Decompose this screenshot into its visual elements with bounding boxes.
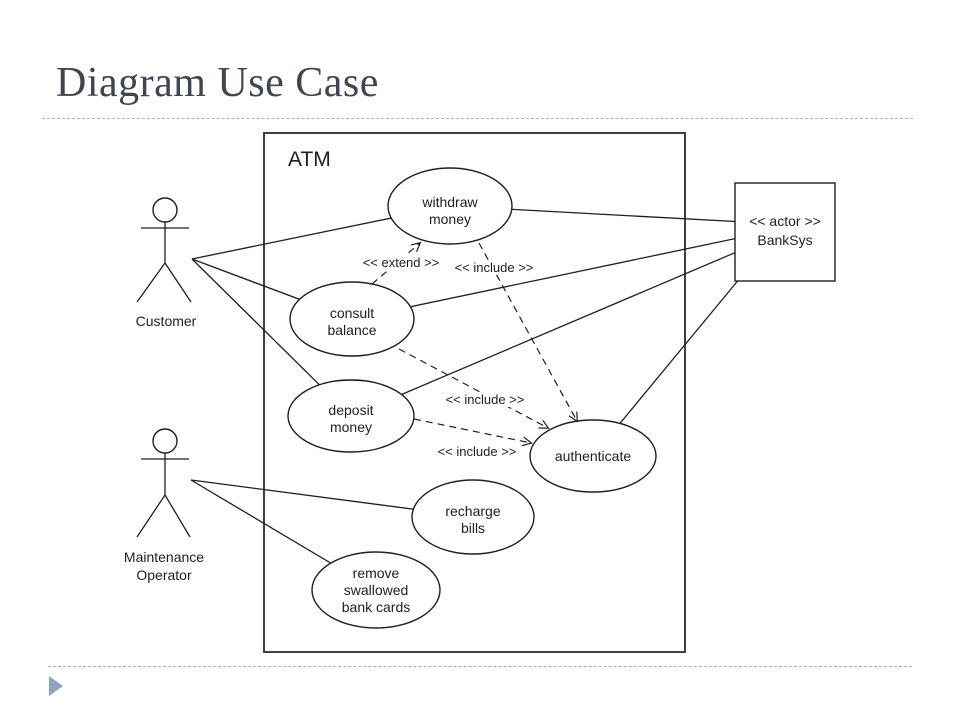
extend-label-bg (358, 255, 444, 270)
usecase-deposit-label-1: deposit (328, 402, 373, 418)
usecase-withdraw-label-1: withdraw (421, 194, 478, 210)
usecase-withdraw-money (387, 167, 513, 245)
include-label-3-bg (434, 444, 520, 459)
customer-left-leg (136, 262, 166, 303)
customer-head (152, 197, 178, 223)
usecase-remove-label-2: swallowed (344, 582, 409, 598)
usecase-consult-label-2: balance (327, 322, 376, 338)
system-label: ATM (288, 148, 331, 171)
footer-divider (48, 666, 912, 667)
usecase-recharge-bills (411, 479, 535, 555)
maintenance-head (152, 428, 178, 454)
usecase-authenticate (529, 419, 657, 493)
actor-maintenance-operator: Maintenance Operator (124, 428, 204, 583)
include-label-2-bg (442, 392, 528, 407)
banksys-box (734, 182, 836, 282)
banksys-name: BankSys (757, 232, 812, 248)
usecase-consult-balance (289, 281, 415, 357)
usecase-authenticate-label: authenticate (555, 448, 631, 464)
usecase-recharge-label-2: bills (461, 520, 485, 536)
maintenance-left-leg (136, 494, 166, 538)
assoc-deposit-banksys (350, 224, 801, 417)
include-label-2: << include >> (446, 392, 525, 407)
usecase-remove-label-3: bank cards (342, 599, 410, 615)
include-label-1-bg (451, 260, 537, 275)
usecase-remove-swallowed-cards (311, 551, 441, 629)
usecase-consult-label-1: consult (330, 305, 374, 321)
extend-label: << extend >> (363, 255, 440, 270)
usecase-deposit-label-2: money (330, 419, 372, 435)
actor-customer: Customer (136, 197, 197, 329)
customer-label: Customer (136, 313, 197, 329)
banksys-stereotype: << actor >> (749, 213, 821, 229)
title-divider (42, 118, 913, 119)
stereotype-labels: << extend >> << include >> << include >>… (358, 255, 537, 459)
maintenance-right-leg (164, 494, 191, 538)
include-label-3: << include >> (438, 444, 517, 459)
include-deposit-to-authenticate (413, 418, 531, 443)
extend-consult-to-withdraw (371, 243, 420, 285)
maintenance-label-1: Maintenance (124, 549, 204, 565)
actor-banksys: << actor >> BankSys (734, 182, 836, 282)
assoc-consult-banksys (351, 224, 801, 320)
include-withdraw-to-authenticate (478, 242, 577, 421)
use-case-nodes: withdraw money consult balance deposit m… (287, 167, 657, 629)
customer-right-leg (164, 262, 192, 303)
include-consult-to-authenticate (398, 348, 548, 428)
system-boundary-atm (263, 132, 686, 653)
footer-play-triangle-icon (49, 676, 63, 696)
slide-title: Diagram Use Case (56, 60, 379, 106)
usecase-remove-label-1: remove (353, 565, 400, 581)
usecase-recharge-label-1: recharge (445, 503, 500, 519)
include-label-1: << include >> (455, 260, 534, 275)
maintenance-label-2: Operator (136, 567, 192, 583)
dependency-arrows (371, 242, 577, 443)
usecase-deposit-money (287, 379, 415, 453)
usecase-withdraw-label-2: money (429, 211, 471, 227)
